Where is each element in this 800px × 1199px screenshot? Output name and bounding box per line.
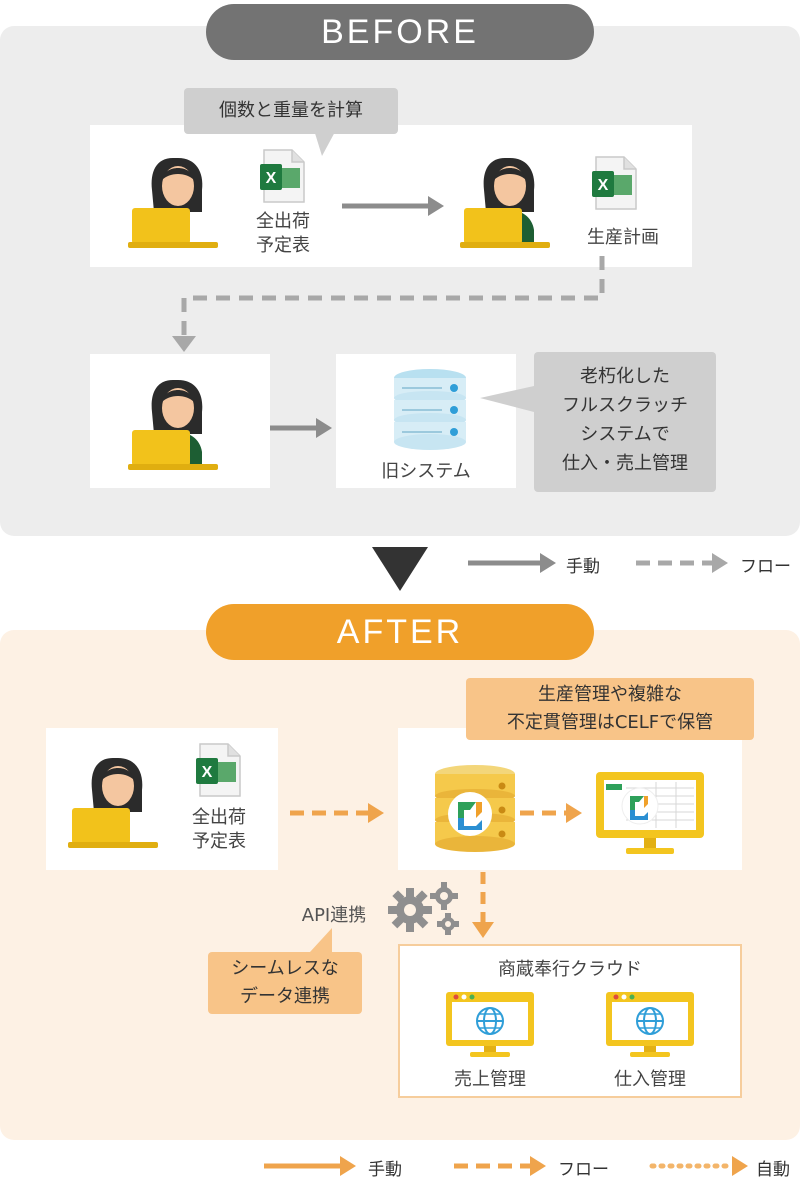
excel-file-icon: X	[592, 156, 637, 210]
celf-bubble: 生産管理や複雑な 不定貫管理はCELFで保管	[466, 678, 754, 740]
file1-label-line1: 全出荷	[256, 211, 310, 232]
legend-manual-label: 手動	[368, 1160, 402, 1180]
transition-arrow-icon	[372, 547, 428, 591]
seamless-bubble: シームレスな データ連携	[208, 952, 362, 1014]
sales-label: 売上管理	[454, 1069, 526, 1090]
old-bubble-line: 仕入・売上管理	[562, 453, 688, 474]
flow-dashed-arrow	[172, 256, 605, 352]
after-title: AFTER	[206, 604, 594, 660]
flow-dashed-arrow	[520, 803, 582, 823]
after-file-label-line2: 予定表	[192, 831, 246, 852]
celf-bubble-line: 生産管理や複雑な	[538, 684, 682, 705]
seamless-bubble-line: データ連携	[240, 986, 330, 1007]
flow-dashed-arrow	[290, 803, 384, 823]
api-label: API連携	[301, 905, 367, 926]
seamless-bubble-tail	[310, 928, 332, 952]
legend-manual-arrow	[468, 553, 556, 573]
person-laptop-icon	[68, 758, 158, 848]
file1-label: 全出荷 予定表	[238, 210, 328, 258]
file2-label: 生産計画	[587, 227, 659, 248]
svg-text:X: X	[598, 177, 609, 194]
file1-label-line2: 予定表	[256, 235, 310, 256]
svg-text:X: X	[202, 764, 213, 781]
legend-flow-label: フロー	[740, 557, 791, 577]
seamless-bubble-line: シームレスな	[231, 958, 339, 979]
person-laptop-icon	[460, 158, 550, 248]
person-laptop-icon	[128, 380, 218, 470]
manual-arrow	[270, 418, 332, 438]
database-icon	[394, 369, 466, 450]
old-bubble-line: システムで	[580, 424, 670, 445]
web-monitor-icon	[606, 992, 694, 1057]
old-system-label: 旧システム	[381, 461, 471, 482]
gear-icon	[388, 882, 459, 935]
legend-flow-label: フロー	[558, 1160, 609, 1180]
old-bubble-tail	[480, 386, 534, 412]
after-file-label: 全出荷 予定表	[174, 806, 264, 854]
old-bubble-line: 老朽化した	[580, 366, 670, 387]
before-title: BEFORE	[206, 4, 594, 60]
legend-auto-arrow	[649, 1156, 748, 1176]
calc-bubble-text: 個数と重量を計算	[219, 100, 363, 121]
celf-bubble-line: 不定貫管理はCELFで保管	[506, 712, 714, 733]
celf-database-icon	[435, 765, 515, 852]
old-system-bubble: 老朽化した フルスクラッチ システムで 仕入・売上管理	[534, 352, 716, 492]
svg-text:X: X	[266, 170, 277, 187]
person-laptop-icon	[128, 158, 218, 248]
excel-file-icon: X	[260, 149, 305, 203]
celf-monitor-icon	[596, 772, 704, 854]
manual-arrow	[342, 196, 444, 216]
legend-manual-label: 手動	[566, 557, 600, 577]
auto-dashed-arrow	[472, 872, 494, 938]
excel-file-icon: X	[196, 743, 241, 797]
calc-bubble-tail	[314, 130, 336, 156]
calc-bubble: 個数と重量を計算	[184, 88, 398, 134]
legend-flow-arrow	[454, 1156, 546, 1176]
purchase-label: 仕入管理	[614, 1069, 686, 1090]
legend-flow-arrow	[636, 553, 728, 573]
old-bubble-line: フルスクラッチ	[562, 395, 688, 416]
after-file-label-line1: 全出荷	[192, 807, 246, 828]
web-monitor-icon	[446, 992, 534, 1057]
legend-manual-arrow	[264, 1156, 356, 1176]
cloud-title: 商蔵奉行クラウド	[498, 959, 642, 980]
legend-auto-label: 自動	[756, 1160, 790, 1180]
